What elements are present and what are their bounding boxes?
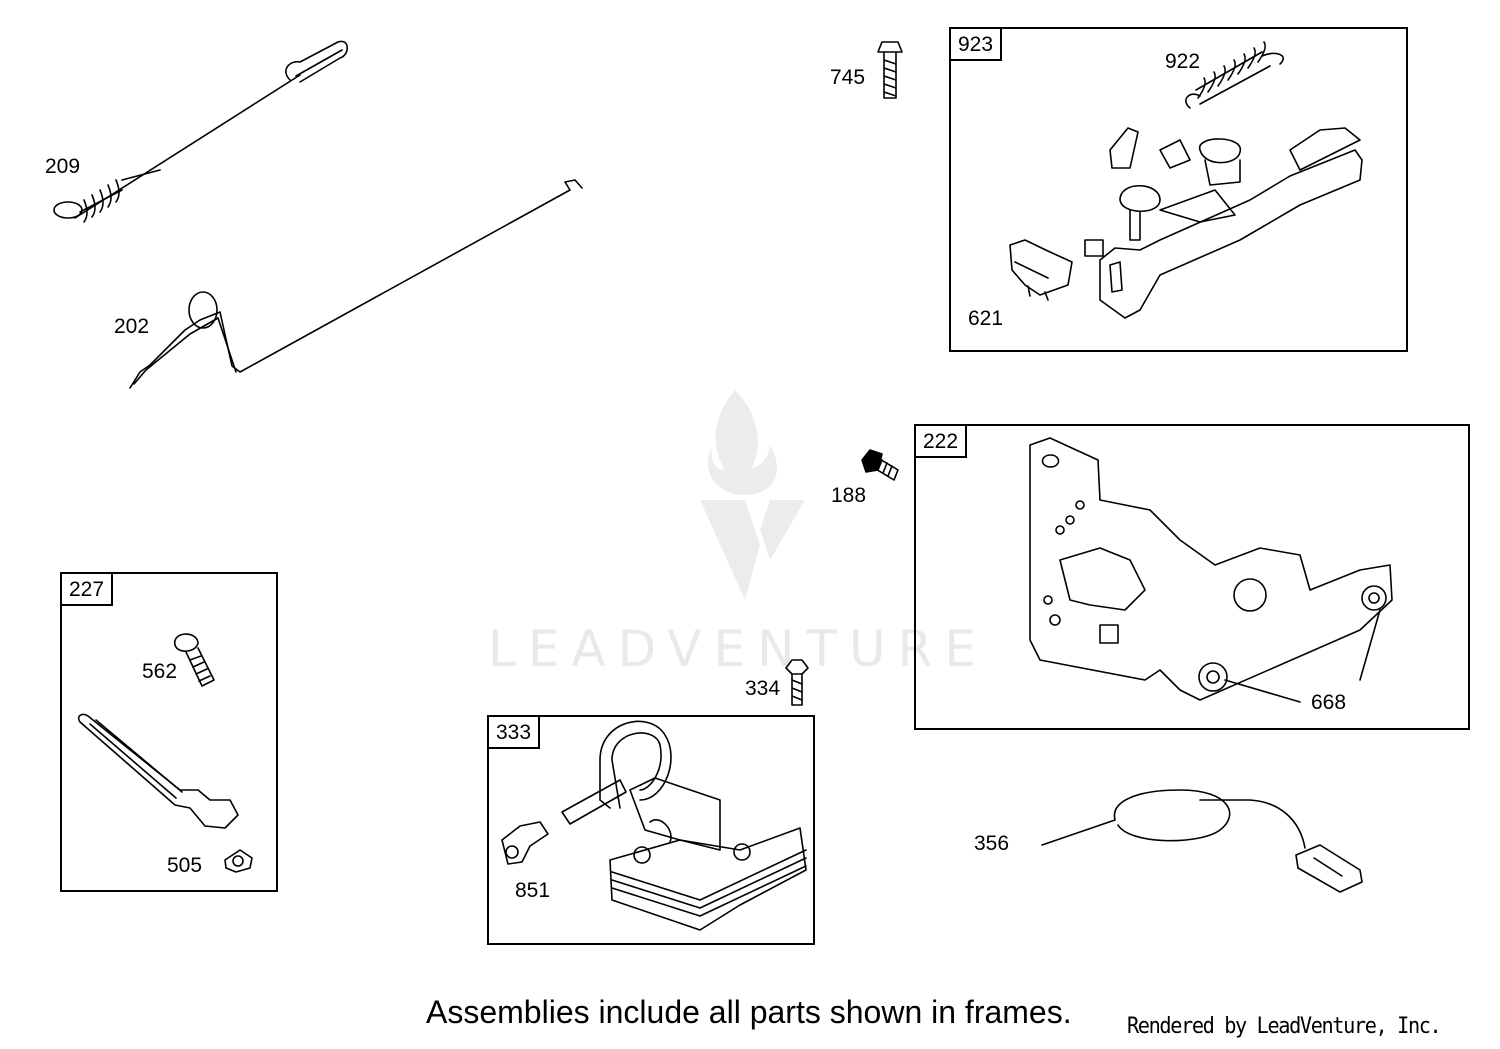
callout-922[interactable]: 922 [1165, 50, 1201, 73]
spring-209-drawing [53, 40, 349, 223]
callout-668[interactable]: 668 [1311, 691, 1347, 714]
render-credit: Rendered by LeadVenture, Inc. [1127, 1014, 1442, 1039]
callout-334[interactable]: 334 [745, 677, 781, 700]
callout-209[interactable]: 209 [45, 155, 81, 178]
bolt-334-drawing [785, 659, 809, 706]
callout-505[interactable]: 505 [167, 854, 203, 877]
callout-188[interactable]: 188 [831, 484, 867, 507]
bracket-222-drawing [1029, 437, 1393, 703]
bolt-745-drawing [877, 41, 903, 99]
frame-label-227: 227 [60, 572, 114, 606]
bolt-188-drawing [861, 449, 899, 481]
frame-label-222: 222 [914, 424, 968, 458]
callout-356[interactable]: 356 [974, 832, 1010, 855]
bolt-562-drawing [174, 633, 215, 687]
callout-621[interactable]: 621 [968, 307, 1004, 330]
assemblies-note: Assemblies include all parts shown in fr… [426, 994, 1072, 1030]
frame-label-333: 333 [487, 715, 541, 749]
linkage-923-drawing [1009, 127, 1363, 319]
watermark-text: LEADVENTURE [488, 620, 988, 678]
callout-851[interactable]: 851 [515, 879, 551, 902]
leadventure-flame-logo [695, 390, 805, 600]
lever-505-drawing [77, 713, 253, 873]
callout-745[interactable]: 745 [830, 66, 866, 89]
coil-333-drawing [501, 720, 807, 931]
assembly-frame-222: 222 [914, 424, 1470, 730]
frame-label-923: 923 [949, 27, 1003, 61]
callout-202[interactable]: 202 [114, 315, 150, 338]
assembly-frame-923: 923 [949, 27, 1408, 352]
callout-562[interactable]: 562 [142, 660, 178, 683]
rod-202-drawing [129, 179, 583, 389]
assembly-frame-227: 227 [60, 572, 278, 892]
wire-356-drawing [1041, 789, 1363, 893]
spring-922-drawing [1185, 41, 1285, 109]
assembly-frame-333: 333 [487, 715, 815, 945]
